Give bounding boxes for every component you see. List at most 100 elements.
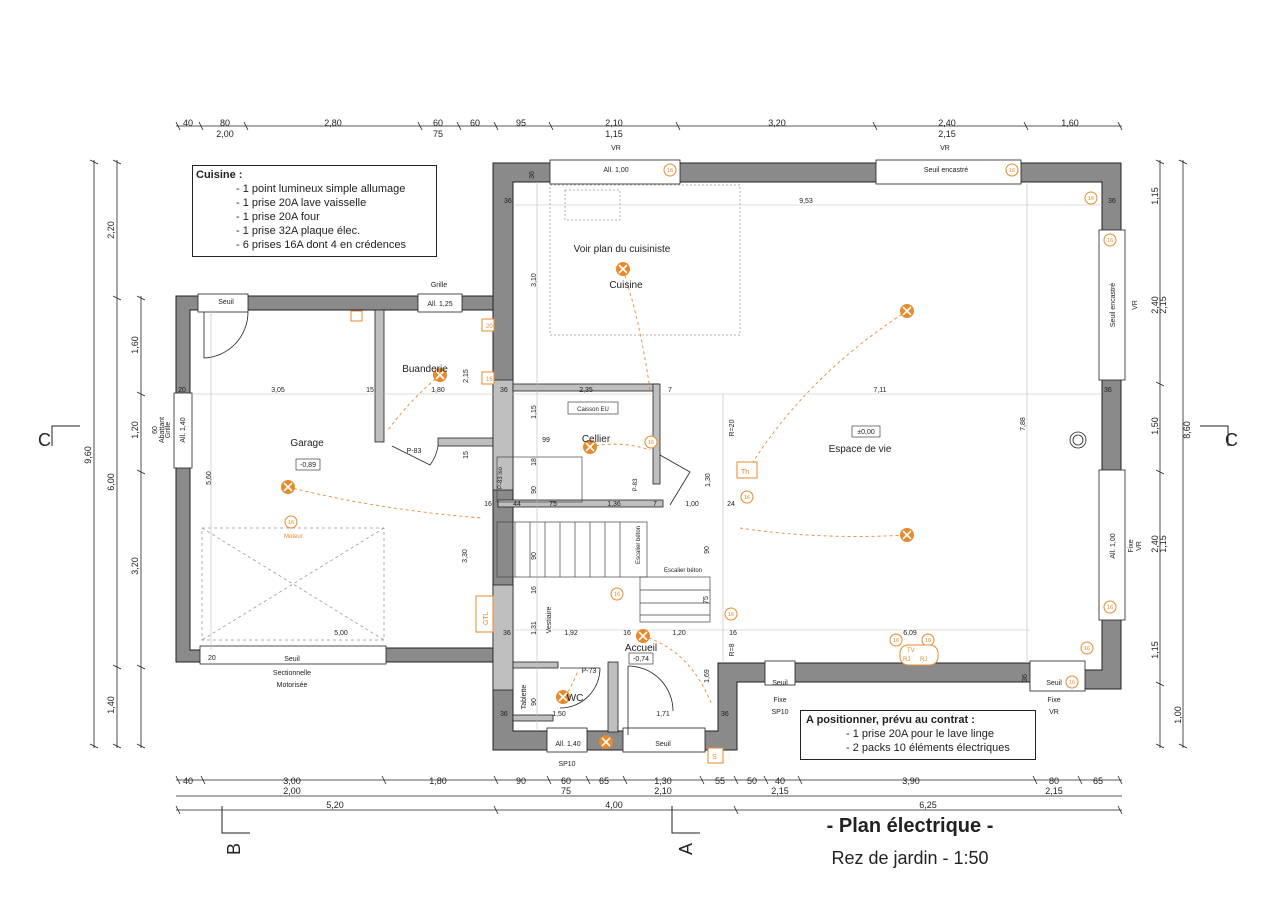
garage-door-outline [201,527,385,641]
vr-label: VR [940,145,950,152]
cuisine-notes-item: - 1 prise 32A plaque élec. [236,225,361,237]
contract-notes-title: A positionner, prévu au contrat : [806,714,975,726]
vr-label: VR [1132,300,1139,310]
dim-right: 1,15 [1150,187,1160,205]
window-label: All. 1,25 [427,301,452,308]
tv-label: TV [907,648,915,654]
inner-dim: 90 [531,552,538,560]
rj-label: RJ [903,657,910,663]
inner-dim: 1,71 [656,711,670,718]
socket-icon [889,633,903,647]
section-b: B [224,843,244,855]
reference-lines [190,182,1102,731]
dim-bottom: 60 [561,776,571,786]
light-point-icon [615,261,631,277]
inner-dim: 1,20 [672,630,686,637]
inner-dim: 75 [703,596,710,604]
accueil-level: -0,74 [633,656,649,663]
opening-labels: VR VR All. 1,00 Seuil encastré Seuil enc… [152,145,1143,768]
fixe-label: Fixe [1128,539,1135,552]
light-point-icon [598,734,614,750]
inner-dim: 36 [1108,198,1116,205]
inner-dim: 20 [178,387,186,394]
inner-dim: 3,05 [271,387,285,394]
inner-dim: 36 [500,711,508,718]
cuisine-notes-title: Cuisine : [196,169,243,181]
dim-bottom: 90 [516,776,526,786]
dim-right: 1,00 [1173,706,1183,724]
gtl-label: GTL [483,611,490,625]
dim-right: 2,15 [1158,296,1168,314]
inner-dim: 36 [721,711,729,718]
garage-level: -0,89 [300,462,316,469]
door-label: P-83 iso [498,466,504,489]
inner-dim: 99 [542,437,550,444]
dim-right: 1,15 [1158,535,1168,553]
s-label: S [712,754,717,761]
cuisine-note: Voir plan du cuisiniste [574,244,671,255]
dim-bottom: 2,15 [1045,786,1063,796]
socket-16-label: 16 [486,377,493,383]
dim-top: 1,15 [605,129,623,139]
inner-dim: 1,15 [531,405,538,419]
openings [173,159,1126,753]
window-label: Seuil encastré [924,167,968,174]
dim-right: 2,40 [1150,296,1160,314]
window-label: All. 1,40 [180,417,187,442]
door-label: P-83 [407,448,422,455]
thermostat-label: Th [741,469,749,476]
abattant-label: Abattant [159,417,166,443]
section-c-left: C [38,430,51,450]
dim-top: 60 [433,118,443,128]
socket-icon [1005,163,1019,177]
room-cuisine: Cuisine [609,280,643,291]
dim-bottom: 3,00 [283,776,301,786]
dim-top: 2,40 [938,118,956,128]
dim-top: 2,10 [605,118,623,128]
room-garage: Garage [290,438,324,449]
inner-dim: 36 [500,387,508,394]
socket-icon [1103,233,1117,247]
vr-label: VR [1049,709,1059,716]
socket-20-label: 20 [486,324,493,330]
dim-bottom: 80 [1049,776,1059,786]
room-vestiaire: Vestiaire [546,606,553,633]
inner-dim: 90 [704,546,711,554]
inner-dim: 3,30 [462,549,469,563]
dim-bottom: 2,15 [771,786,789,796]
right-dimensions: 8,60 1,15 2,40 2,15 1,50 2,40 1,15 1,15 … [1150,187,1192,724]
contract-notes-item: - 1 prise 20A pour le lave linge [846,728,994,740]
seuil-label: Seuil [772,680,788,687]
inner-dim: 16 [484,501,492,508]
inner-dim: 36 [504,198,512,205]
inner-dim: 36 [529,171,536,179]
inner-dim: 1,36 [607,501,621,508]
dim-left: 1,60 [130,336,140,354]
socket-icon [740,490,754,504]
section-a: A [676,843,696,855]
stairs-label: Escalier béton [636,526,642,564]
inner-dim: 7,11 [873,387,886,394]
fixe-label: Fixe [1047,697,1060,704]
staircase [496,456,711,623]
socket-icon [663,163,677,177]
top-dimensions: 40 80 2,80 60 60 95 2,10 3,20 2,40 1,60 … [183,118,1079,139]
dim-left: 2,20 [106,221,116,239]
inner-dim: 24 [727,501,735,508]
interior-walls [374,309,664,733]
dim-bottom: 55 [715,776,725,786]
room-wc: WC [567,693,584,704]
socket-icon [1084,191,1098,205]
grille-label: Grille [431,282,447,289]
seuil-label: Seuil [218,299,234,306]
inner-dim: 6,09 [903,630,917,637]
inner-dim: 1,31 [531,621,538,635]
inner-dim: 44 [513,501,521,508]
door-label: P-73 [582,668,597,675]
inner-dim: 36 [1022,674,1029,682]
inner-dim: 75 [549,501,557,508]
contract-notes-box: A positionner, prévu au contrat : - 1 pr… [800,710,1036,760]
radius-label: R=8 [729,643,736,656]
inner-dim: 1,92 [564,630,578,637]
